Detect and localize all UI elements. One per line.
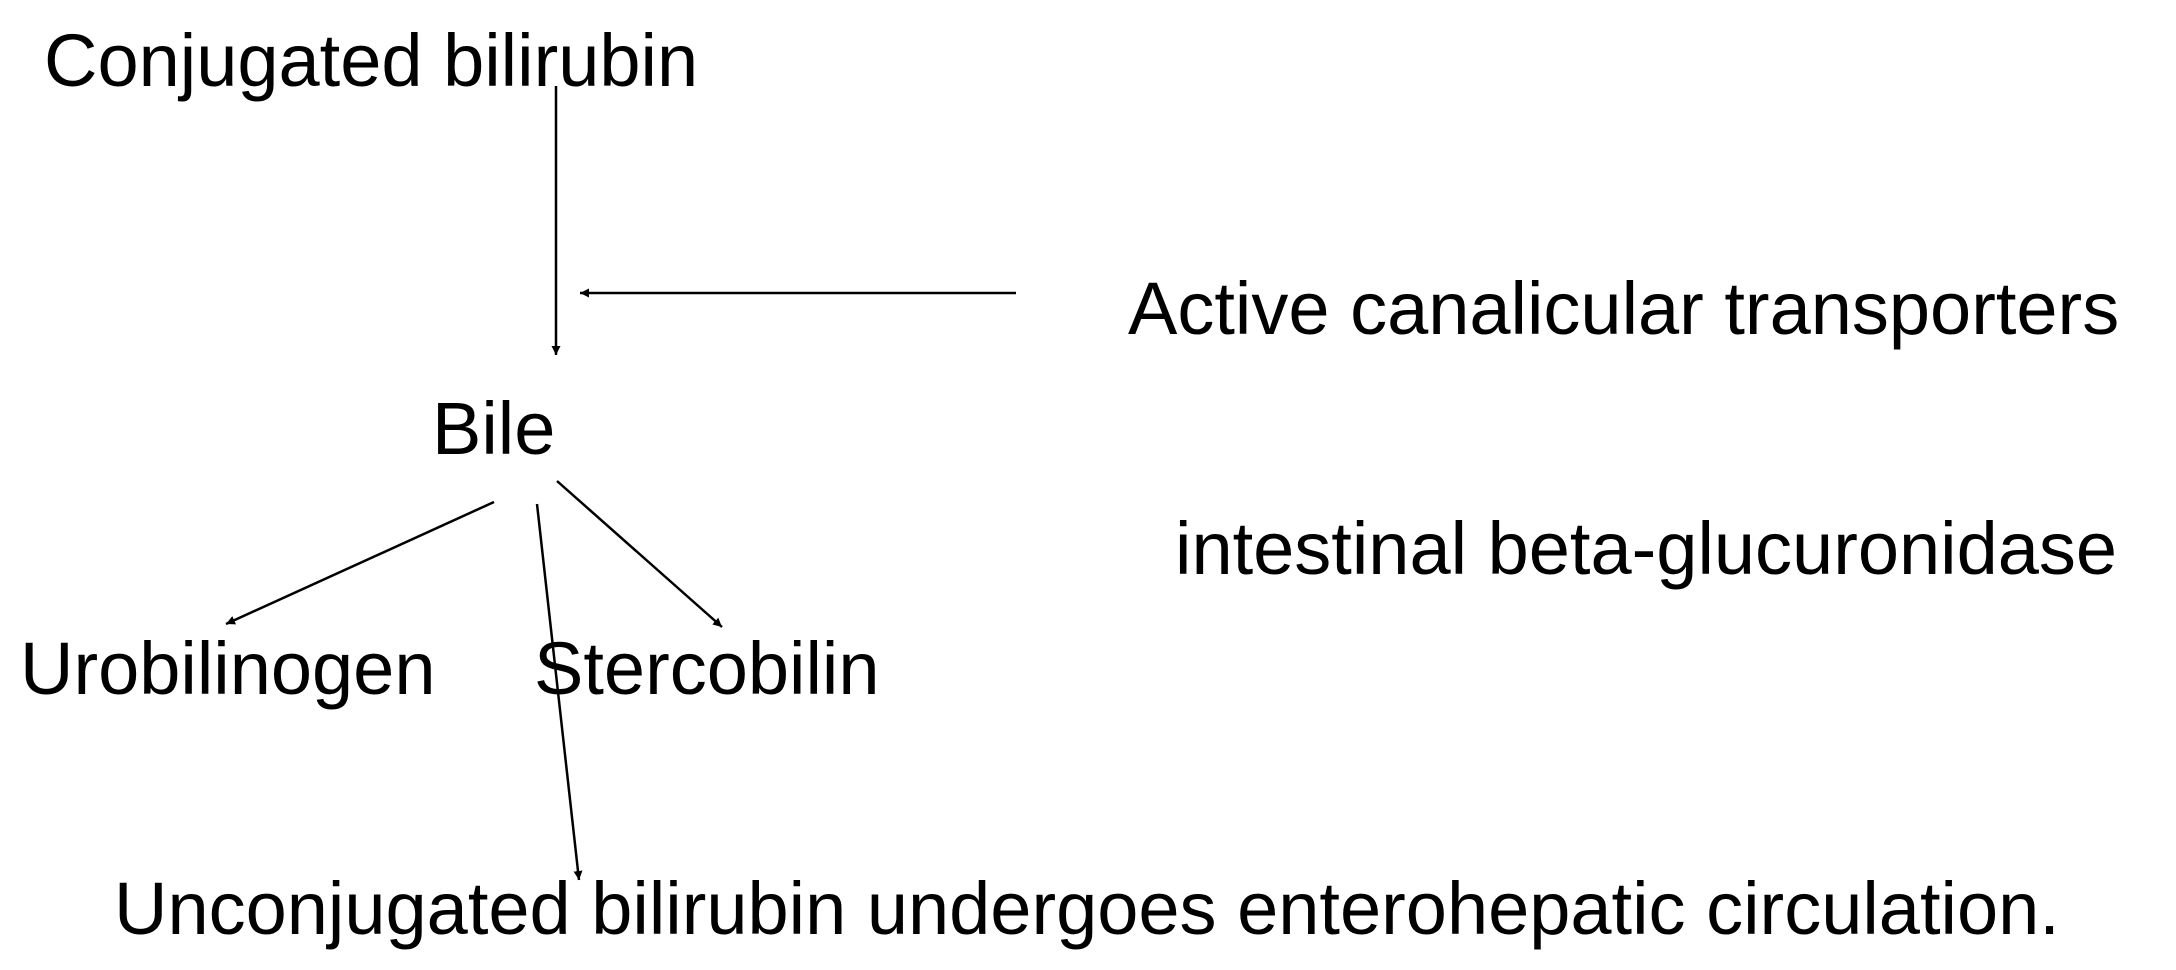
node-bile: Bile — [432, 387, 556, 470]
arrow-bile-to-urobilinogen — [225, 500, 495, 626]
arrow-bile-to-stercobilin — [556, 480, 723, 628]
node-active-canalicular-transporters: Active canalicular transporters — [1128, 267, 2120, 350]
node-conjugated-bilirubin: Conjugated bilirubin — [44, 19, 699, 102]
node-unconjugated-bilirubin: Unconjugated bilirubin undergoes enteroh… — [114, 867, 2060, 950]
node-urobilinogen: Urobilinogen — [20, 627, 436, 710]
node-stercobilin: Stercobilin — [534, 627, 880, 710]
node-intestinal-beta-glucuronidase: intestinal beta-glucuronidase — [1175, 507, 2118, 590]
arrow-bile-to-unconjugated — [535, 503, 583, 881]
